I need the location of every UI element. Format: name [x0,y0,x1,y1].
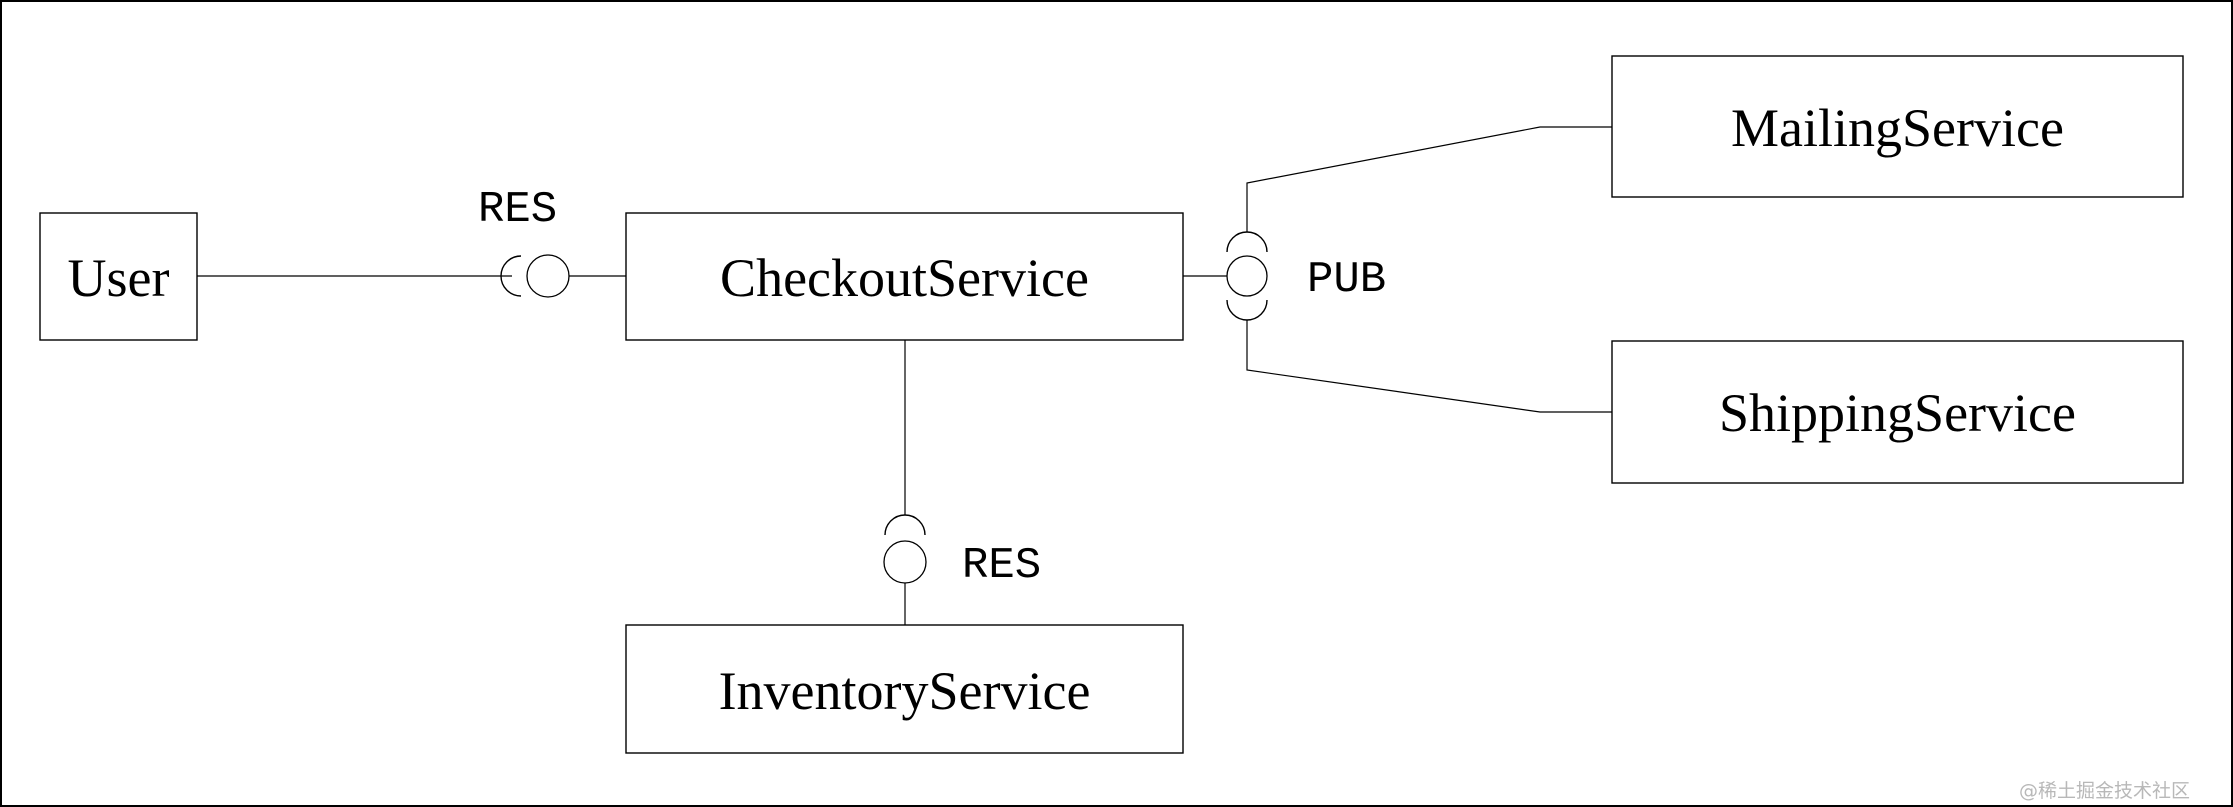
checkout-service-component: CheckoutService [625,212,1184,341]
watermark-text: @稀土掘金技术社区 [2019,780,2190,802]
shipping-service-component: ShippingService [1611,340,2184,484]
user-component: User [39,212,198,341]
checkout-service-label: CheckoutService [720,248,1089,308]
checkout-res-provided-interface [526,254,570,298]
checkout-pub-interface-label: PUB [1307,255,1386,305]
mailing-service-component: MailingService [1611,55,2184,198]
checkout-required-socket [884,514,926,536]
mailing-required-socket [1226,231,1268,253]
shipping-connector-line [1246,320,1612,413]
shipping-required-socket [1226,299,1268,321]
shipping-service-label: ShippingService [1719,383,2076,443]
inventory-service-label: InventoryService [719,661,1091,721]
mailing-connector-line [1246,126,1612,232]
checkout-pub-provided-interface [1226,255,1268,297]
inventory-res-provided-interface [883,540,927,584]
inventory-service-component: InventoryService [625,624,1184,754]
inventory-res-interface-label: RES [962,541,1041,591]
mailing-service-label: MailingService [1731,98,2064,158]
checkout-res-interface-label: RES [478,185,557,235]
user-required-socket [500,255,522,297]
user-label: User [68,248,170,308]
